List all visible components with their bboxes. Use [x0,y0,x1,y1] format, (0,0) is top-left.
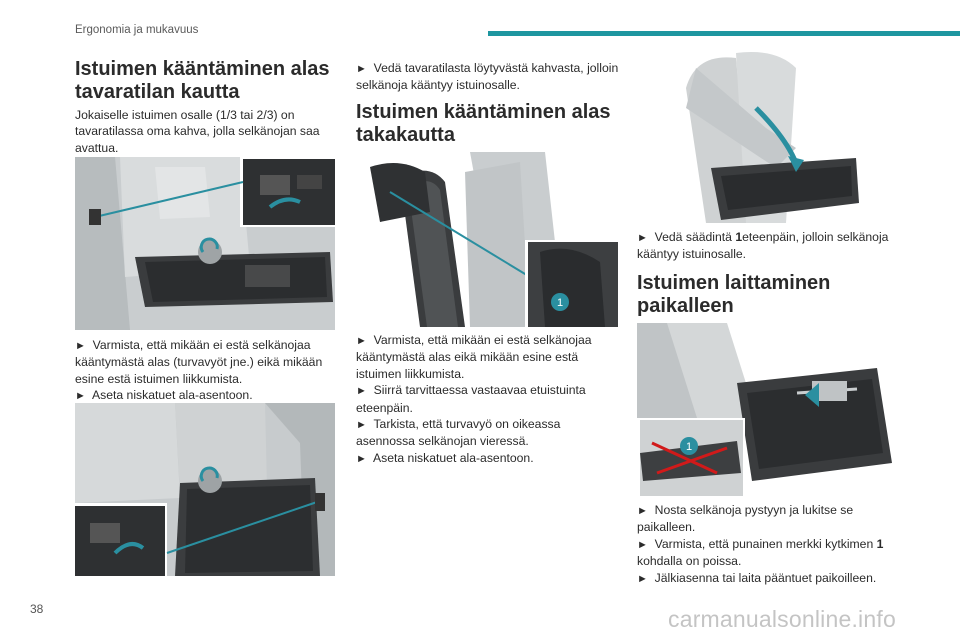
page-number: 38 [30,602,44,616]
text-line: Varmista, että mikään ei estä selkänojaa [92,338,311,352]
text-line: Aseta niskatuet ala-asentoon. [92,388,253,403]
intro-paragraph: Jokaiselle istuimen osalle (1/3 tai 2/3)… [75,107,320,156]
text-line: eteenpäin. [356,400,413,415]
callout-number-1: 1 [686,441,692,453]
bullet-icon: ► [356,63,367,75]
text-line: tavaratilassa oma kahva, jolla selkänoja… [75,124,320,139]
figure-seat-folding-down [676,48,862,223]
header-section-title: Ergonomia ja mukavuus [75,24,199,36]
section-title-put-back: Istuimen laittaminen paikalleen [637,272,830,318]
text-fragment: Varmista, että punainen merkki kytkimen [654,536,877,551]
text-fragment: eteenpäin, jolloin selkänoja [742,230,889,244]
text-fragment: Vedä säädintä [654,230,736,244]
text-line: selkänoja kääntyy istuinosalle. [356,78,520,93]
text-line: Jokaiselle istuimen osalle (1/3 tai 2/3)… [75,108,295,122]
text-line: kääntymästä alas (turvavyöt jne.) eikä m… [75,355,323,370]
header-accent-bar [488,31,960,36]
watermark-text: carmanualsonline.info [668,606,896,632]
text-line: Tarkista, että turvavyö on oikeassa [373,417,561,432]
step-list-right: ► Nosta selkänoja pystyyn ja lukitse se … [637,502,883,587]
text-fragment-bold: 1 [876,536,884,551]
step-pull-handle: ► Vedä tavaratilasta löytyvästä kahvasta… [356,60,618,94]
bullet-icon: ► [356,385,367,398]
text-line: esine estä istuimen liikkumista. [75,371,243,386]
text-line: Siirrä tarvittaessa vastaavaa etuistuint… [373,383,586,398]
title-line: Istuimen kääntäminen alas [356,101,611,123]
bullet-icon: ► [75,340,86,352]
text-line: kääntyy istuinosalle. [637,247,747,262]
step-list-left-1: ► Varmista, että mikään ei estä selkänoj… [75,337,322,405]
text-line: asennossa selkänojan vieressä. [356,434,529,449]
bullet-icon: ► [637,538,648,551]
bullet-icon: ► [637,505,648,517]
text-line: Aseta niskatuet ala-asentoon. [373,450,534,465]
bullet-icon: ► [75,390,86,403]
callout-number-1: 1 [557,297,563,309]
bullet-icon: ► [637,232,648,244]
section-title-fold-via-boot: Istuimen kääntäminen alas tavaratilan ka… [75,58,330,104]
title-line: tavaratilan kautta [75,81,240,103]
step-pull-lever: ► Vedä säädintä 1eteenpäin, jolloin selk… [637,229,888,263]
section-title-fold-from-rear: Istuimen kääntäminen alas takakautta [356,101,611,147]
bullet-icon: ► [637,572,648,585]
figure-seat-raise: 1 [637,323,897,496]
step-list-middle: ► Varmista, että mikään ei estä selkänoj… [356,332,592,467]
text-line: Jälkiasenna tai laita pääntuet paikoille… [654,570,877,585]
bullet-icon: ► [356,419,367,432]
title-line: takakautta [356,124,455,146]
text-line: kääntymästä alas eikä mikään esine estä [356,350,579,365]
figure-seat-rear-lever: 1 [370,152,618,327]
title-line: paikalleen [637,295,734,317]
text-line: Nosta selkänoja pystyyn ja lukitse se [654,503,854,517]
text-line: paikalleen. [637,520,696,535]
text-line: Vedä tavaratilasta löytyvästä kahvasta, … [373,61,619,75]
title-line: Istuimen kääntäminen alas [75,58,330,80]
figure-seat-folded-boot [75,403,335,576]
text-fragment-bold: 1 [735,230,743,244]
text-line: Varmista, että mikään ei estä selkänojaa [373,333,592,347]
bullet-icon: ► [356,452,367,465]
text-line: istuimen liikkumista. [356,366,465,381]
title-line: Istuimen laittaminen [637,272,831,294]
text-line: kohdalla on poissa. [637,554,742,569]
figure-boot-handle [75,157,335,330]
bullet-icon: ► [356,335,367,347]
text-line: avattua. [75,140,119,155]
